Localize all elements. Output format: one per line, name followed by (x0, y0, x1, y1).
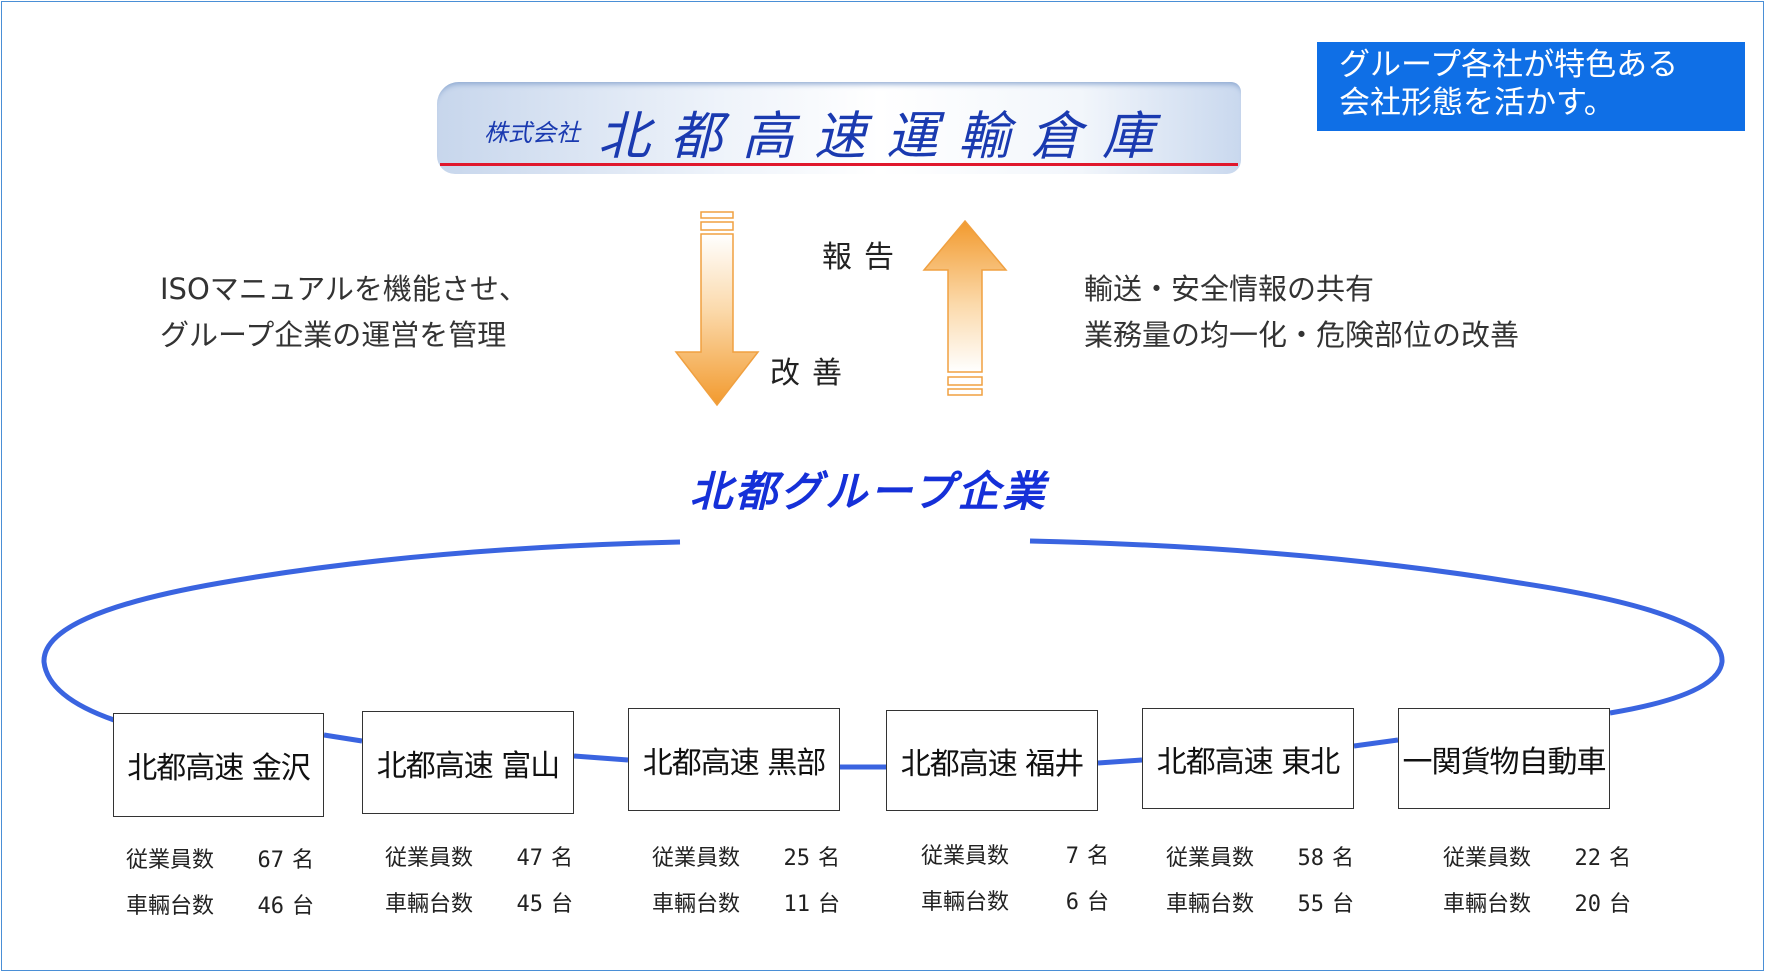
employee-count-unit: 名 (1609, 846, 1632, 871)
group-ring-right-arc (1029, 538, 1725, 716)
improve-label: 改善 (770, 356, 854, 391)
vehicle-count-unit: 台 (551, 892, 574, 917)
employee-count-row: 従業員数 58 名 (1166, 836, 1354, 882)
vehicle-count-row: 車輛台数 6 台 (921, 880, 1109, 926)
callout-line-1: グループ各社が特色ある (1339, 47, 1679, 83)
group-title: 北都グループ企業 (690, 467, 1048, 516)
employee-count-value: 58 (1297, 846, 1325, 871)
company-box-ichinoseki: 一関貨物自動車 (1398, 708, 1610, 809)
company-box-tohoku: 北都高速 東北 (1142, 708, 1354, 809)
right-description: 輸送・安全情報の共有 業務量の均一化・危険部位の改善 (1084, 266, 1519, 358)
vehicle-count-row: 車輛台数 20 台 (1443, 882, 1631, 928)
company-box-toyama: 北都高速 富山 (362, 711, 574, 814)
company-box-kurobe: 北都高速 黒部 (628, 708, 840, 811)
company-stats-fukui: 従業員数 7 名 車輛台数 6 台 (921, 834, 1109, 926)
employee-count-unit: 名 (551, 846, 574, 871)
headquarters-banner (437, 82, 1241, 174)
headquarters-name: 北都高速運輸倉庫 (598, 107, 1175, 167)
employee-count-value: 25 (783, 846, 811, 871)
right-description-line-1: 輸送・安全情報の共有 (1084, 272, 1375, 306)
employee-count-unit: 名 (292, 848, 315, 873)
vehicle-count-row: 車輛台数 55 台 (1166, 882, 1354, 928)
employee-count-unit: 名 (1087, 844, 1110, 869)
vehicle-count-unit: 台 (1332, 892, 1355, 917)
employee-count-label: 従業員数 (126, 848, 215, 873)
banner-accent-line (440, 163, 1238, 166)
vehicle-count-label: 車輛台数 (385, 892, 474, 917)
employee-count-row: 従業員数 47 名 (385, 836, 573, 882)
company-type-prefix: 株式会社 (484, 119, 580, 147)
highlight-callout: グループ各社が特色ある 会社形態を活かす。 (1317, 42, 1745, 131)
employee-count-value: 22 (1574, 846, 1602, 871)
report-arrow (922, 219, 1008, 396)
callout-line-2: 会社形態を活かす。 (1339, 85, 1615, 121)
ring-link-1 (323, 732, 363, 744)
employee-count-label: 従業員数 (652, 846, 741, 871)
employee-count-row: 従業員数 25 名 (652, 836, 840, 882)
employee-count-value: 47 (516, 846, 544, 871)
company-box-kanazawa: 北都高速 金沢 (113, 713, 324, 817)
vehicle-count-value: 6 (1065, 890, 1079, 915)
company-stats-kanazawa: 従業員数 67 名 車輛台数 46 台 (126, 838, 314, 930)
report-label: 報告 (822, 240, 906, 275)
company-stats-ichinoseki: 従業員数 22 名 車輛台数 20 台 (1443, 836, 1631, 928)
vehicle-count-row: 車輛台数 46 台 (126, 884, 314, 930)
vehicle-count-unit: 台 (292, 894, 315, 919)
ring-link-5 (1353, 737, 1399, 749)
vehicle-count-unit: 台 (1087, 890, 1110, 915)
left-description-line-2: グループ企業の運営を管理 (160, 318, 507, 352)
vehicle-count-label: 車輛台数 (1166, 892, 1255, 917)
vehicle-count-unit: 台 (1609, 892, 1632, 917)
company-box-fukui: 北都高速 福井 (886, 710, 1098, 811)
right-description-line-2: 業務量の均一化・危険部位の改善 (1084, 318, 1520, 352)
vehicle-count-value: 55 (1297, 892, 1325, 917)
company-stats-kurobe: 従業員数 25 名 車輛台数 11 台 (652, 836, 840, 928)
employee-count-label: 従業員数 (1443, 846, 1532, 871)
vehicle-count-unit: 台 (818, 892, 841, 917)
vehicle-count-label: 車輛台数 (921, 890, 1010, 915)
left-description: ISOマニュアルを機能させ、 グループ企業の運営を管理 (160, 266, 528, 358)
employee-count-value: 7 (1065, 844, 1079, 869)
vehicle-count-label: 車輛台数 (126, 894, 215, 919)
employee-count-label: 従業員数 (1166, 846, 1255, 871)
employee-count-row: 従業員数 7 名 (921, 834, 1109, 880)
improvement-arrow (674, 211, 760, 407)
company-stats-toyama: 従業員数 47 名 車輛台数 45 台 (385, 836, 573, 928)
ring-link-2 (573, 753, 629, 763)
vehicle-count-label: 車輛台数 (1443, 892, 1532, 917)
vehicle-count-row: 車輛台数 11 台 (652, 882, 840, 928)
employee-count-row: 従業員数 67 名 (126, 838, 314, 884)
employee-count-unit: 名 (1332, 846, 1355, 871)
employee-count-row: 従業員数 22 名 (1443, 836, 1631, 882)
employee-count-label: 従業員数 (385, 846, 474, 871)
employee-count-unit: 名 (818, 846, 841, 871)
vehicle-count-row: 車輛台数 45 台 (385, 882, 573, 928)
vehicle-count-value: 45 (516, 892, 544, 917)
employee-count-value: 67 (257, 848, 285, 873)
vehicle-count-value: 11 (783, 892, 811, 917)
ring-link-4 (1097, 757, 1143, 766)
employee-count-label: 従業員数 (921, 844, 1010, 869)
vehicle-count-value: 20 (1574, 892, 1602, 917)
left-description-line-1: ISOマニュアルを機能させ、 (160, 272, 528, 306)
group-ring-left-arc (41, 539, 681, 723)
vehicle-count-value: 46 (257, 894, 285, 919)
company-stats-tohoku: 従業員数 58 名 車輛台数 55 台 (1166, 836, 1354, 928)
vehicle-count-label: 車輛台数 (652, 892, 741, 917)
